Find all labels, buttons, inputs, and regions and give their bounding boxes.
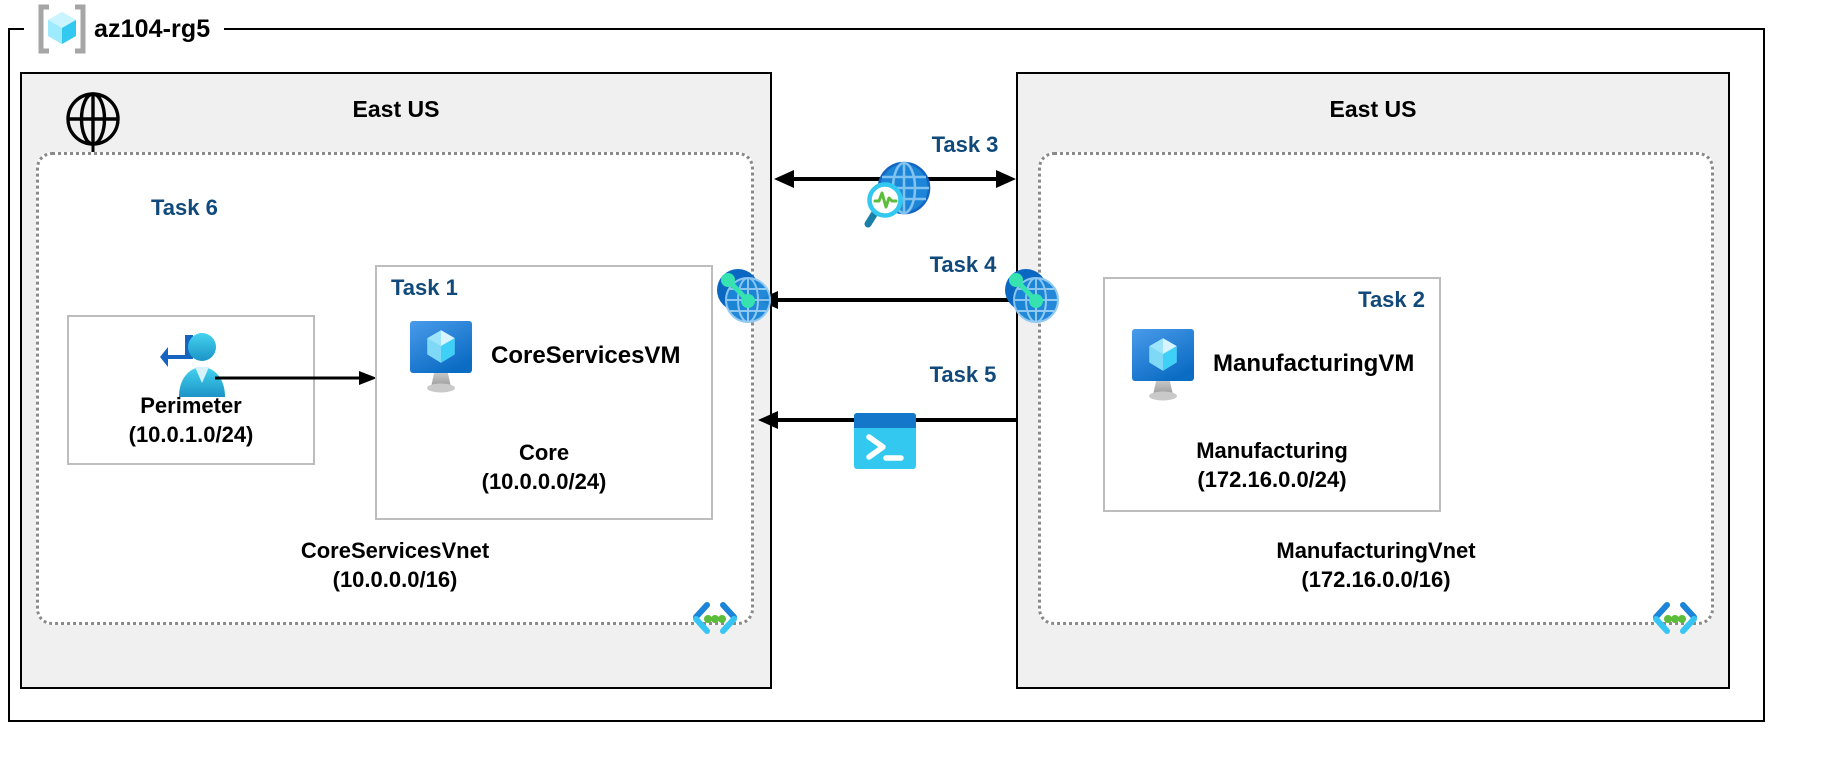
vnet-manufacturingvnet: Task 2 <box>1038 152 1714 634</box>
subnet-perimeter-name: Perimeter <box>140 392 242 418</box>
vm-manufacturingvm: ManufacturingVM <box>1127 325 1414 403</box>
subnet-core: Task 1 <box>375 265 713 520</box>
vnet-mfg-name: ManufacturingVnet <box>1276 537 1476 563</box>
vnet-manufacturingvnet-label: ManufacturingVnet (172.16.0.0/16) <box>1041 536 1711 595</box>
virtual-machine-icon <box>405 317 477 395</box>
region-right-title: East US <box>1329 96 1417 122</box>
vnet-coreservicesvnet: Task 6 <box>36 152 754 634</box>
vnet-peering-icon-right <box>1000 260 1064 337</box>
task-label-5: Task 5 <box>929 362 997 387</box>
subnet-manufacturing-name: Manufacturing <box>1196 437 1348 463</box>
subnet-manufacturing-caption: Manufacturing (172.16.0.0/24) <box>1105 436 1439 495</box>
network-watcher-icon <box>860 158 938 239</box>
vnet-peering-icon-left <box>712 260 776 337</box>
vnet-icon <box>1651 598 1699 638</box>
vnet-core-cidr: (10.0.0.0/16) <box>332 566 458 592</box>
vm-manufacturingvm-label: ManufacturingVM <box>1213 350 1415 377</box>
task-label-4: Task 4 <box>929 252 997 277</box>
vnet-core-name: CoreServicesVnet <box>300 537 490 563</box>
azure-resource-group-icon <box>34 3 90 55</box>
subnet-core-name: Core <box>518 439 570 465</box>
task-tag-6: Task 6 <box>151 195 218 220</box>
user-signin-icon <box>155 327 233 408</box>
subnet-perimeter-cidr: (10.0.1.0/24) <box>128 421 254 447</box>
region-left-title: East US <box>352 96 440 122</box>
subnet-perimeter: Perimeter (10.0.1.0/24) <box>67 315 315 465</box>
vnet-mfg-cidr: (172.16.0.0/16) <box>1301 566 1451 592</box>
subnet-manufacturing: Task 2 <box>1103 277 1441 512</box>
task-tag-2: Task 2 <box>1358 287 1425 312</box>
vm-coreservicesvm: CoreServicesVM <box>405 317 680 395</box>
perimeter-to-core-arrow <box>215 371 377 385</box>
task-label-3: Task 3 <box>931 132 999 157</box>
subnet-core-caption: Core (10.0.0.0/24) <box>377 438 711 497</box>
subnet-core-cidr: (10.0.0.0/24) <box>481 468 607 494</box>
vnet-coreservicesvnet-label: CoreServicesVnet (10.0.0.0/16) <box>39 536 751 595</box>
task-tag-1: Task 1 <box>391 275 458 300</box>
virtual-machine-icon <box>1127 325 1199 403</box>
subnet-manufacturing-cidr: (172.16.0.0/24) <box>1197 466 1347 492</box>
vm-coreservicesvm-label: CoreServicesVM <box>491 342 681 369</box>
resource-group-name: az104-rg5 <box>94 14 211 43</box>
vnet-icon <box>691 598 739 638</box>
resource-group-header: az104-rg5 <box>30 3 221 55</box>
region-east-us-right: East US Task 2 <box>1016 72 1730 689</box>
cloud-shell-icon <box>853 412 917 475</box>
region-east-us-left: East US Task 6 <box>20 72 772 689</box>
subnet-perimeter-caption: Perimeter (10.0.1.0/24) <box>69 391 313 450</box>
